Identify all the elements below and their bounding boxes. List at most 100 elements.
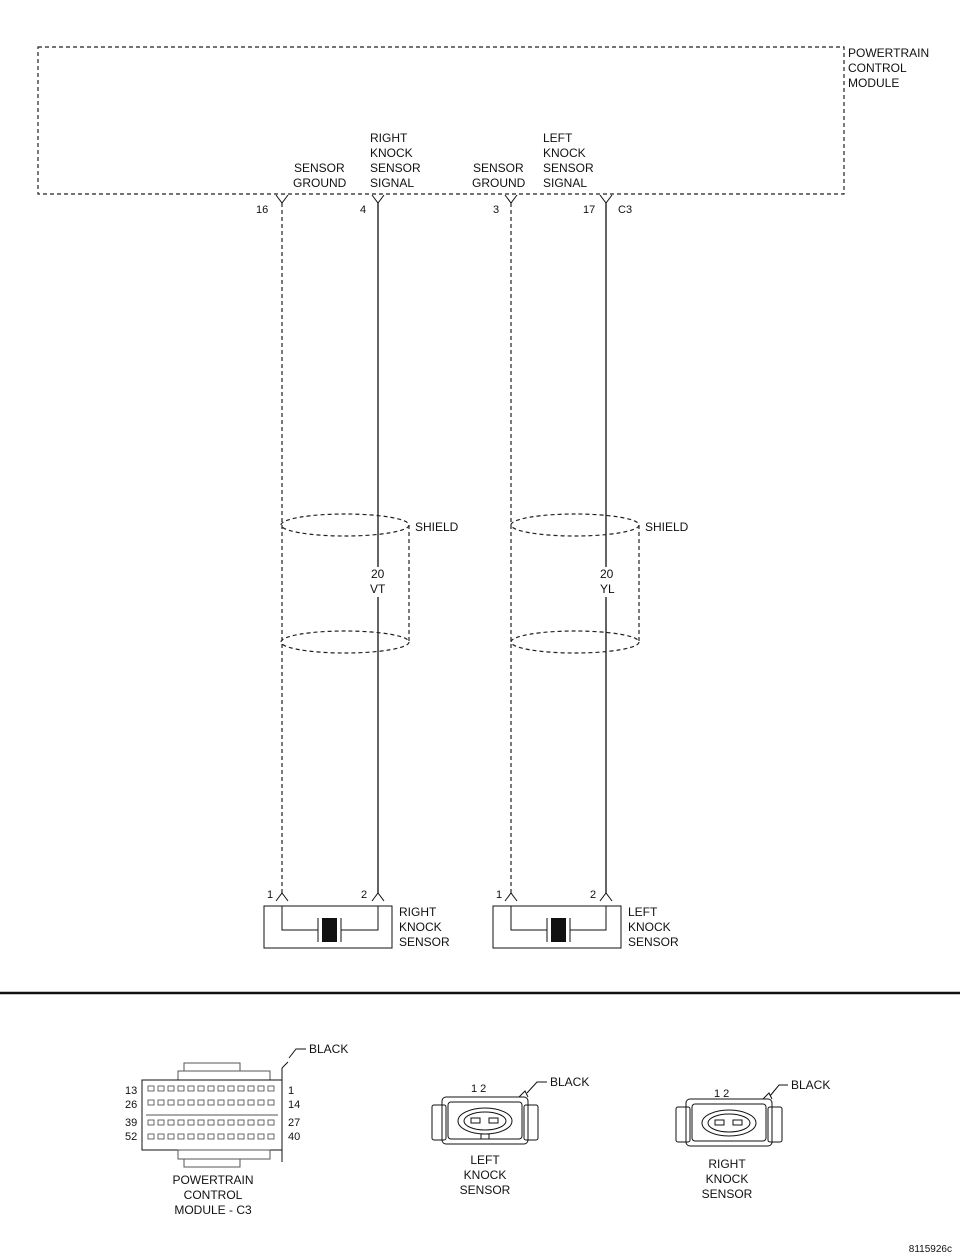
right-sensor-label-3: SENSOR bbox=[399, 935, 450, 949]
pcm-connector-label-3: MODULE - C3 bbox=[174, 1203, 252, 1217]
pcm-pin-cavity bbox=[147, 1099, 155, 1106]
wire-left-color: YL bbox=[600, 582, 615, 596]
pcm-pin-cavity bbox=[257, 1133, 265, 1140]
left-sensor-pin-2: 2 bbox=[590, 889, 596, 901]
left-knock-sensor-symbol bbox=[492, 892, 622, 949]
figure-id: 8115926c bbox=[909, 1244, 952, 1255]
right-sensor-connector-face bbox=[675, 1092, 783, 1147]
pcm-pin-cavity bbox=[157, 1133, 165, 1140]
pcm-pin-16-chevron bbox=[275, 194, 289, 204]
circuit-4-label-1: RIGHT bbox=[370, 131, 408, 145]
pcm-pin-cavity bbox=[167, 1099, 175, 1106]
pcm-pin-cavity bbox=[197, 1085, 205, 1092]
circuit-16-label-1: SENSOR bbox=[294, 161, 345, 175]
pcm-pin-label-13: 13 bbox=[125, 1085, 137, 1097]
pcm-connector-label-2: CONTROL bbox=[184, 1188, 243, 1202]
pcm-pin-cavity bbox=[177, 1099, 185, 1106]
left-sensor-connector-label-3: SENSOR bbox=[460, 1183, 511, 1197]
pcm-pin-cavity bbox=[167, 1085, 175, 1092]
pcm-pin-17-number: 17 bbox=[583, 204, 595, 216]
pcm-pin-cavity bbox=[217, 1119, 225, 1126]
circuit-17-label-4: SIGNAL bbox=[543, 176, 587, 190]
left-sensor-connector-label-1: LEFT bbox=[470, 1153, 500, 1167]
shield-left-label: SHIELD bbox=[645, 520, 689, 534]
shield-right bbox=[280, 513, 410, 654]
pcm-pin-cavity bbox=[247, 1133, 255, 1140]
pcm-pin-cavity bbox=[167, 1119, 175, 1126]
pcm-pin-cavity bbox=[147, 1085, 155, 1092]
pcm-pin-label-40: 40 bbox=[288, 1131, 300, 1143]
pcm-pin-cavity bbox=[257, 1099, 265, 1106]
pcm-pin-cavity bbox=[267, 1119, 275, 1126]
pcm-pin-label-26: 26 bbox=[125, 1099, 137, 1111]
pcm-pin-3-chevron bbox=[504, 194, 518, 204]
pcm-pin-4-chevron bbox=[371, 194, 385, 204]
pcm-pin-label-1: 1 bbox=[288, 1085, 294, 1097]
pcm-pin-cavity bbox=[247, 1099, 255, 1106]
left-sensor-label-3: SENSOR bbox=[628, 935, 679, 949]
pcm-pin-16-number: 16 bbox=[256, 204, 268, 216]
pcm-pin-cavity bbox=[237, 1085, 245, 1092]
left-sensor-connector-color: BLACK bbox=[550, 1075, 589, 1089]
pcm-connector-label-1: POWERTRAIN bbox=[172, 1173, 253, 1187]
circuit-16-label-2: GROUND bbox=[293, 176, 347, 190]
left-sensor-connector-pins: 1 2 bbox=[471, 1083, 486, 1095]
pcm-pin-label-39: 39 bbox=[125, 1117, 137, 1129]
pcm-connector-color: BLACK bbox=[309, 1042, 348, 1056]
right-sensor-connector-color: BLACK bbox=[791, 1078, 830, 1092]
pcm-pin-cavity bbox=[227, 1085, 235, 1092]
pcm-pin-4-number: 4 bbox=[360, 204, 366, 216]
pcm-pin-cavity bbox=[147, 1133, 155, 1140]
right-sensor-connector-label-1: RIGHT bbox=[708, 1157, 746, 1171]
pcm-pin-cavity bbox=[157, 1099, 165, 1106]
pcm-pin-cavity bbox=[177, 1085, 185, 1092]
right-sensor-connector-pins: 1 2 bbox=[714, 1088, 729, 1100]
pcm-pin-3-number: 3 bbox=[493, 204, 499, 216]
pcm-pin-cavity bbox=[187, 1099, 195, 1106]
pcm-pin-cavity bbox=[237, 1133, 245, 1140]
pcm-c3-connector-face bbox=[141, 1061, 289, 1168]
pcm-pin-cavity bbox=[207, 1133, 215, 1140]
pcm-pin-cavity bbox=[247, 1085, 255, 1092]
wire-right-gauge: 20 bbox=[371, 567, 385, 581]
circuit-4-label-4: SIGNAL bbox=[370, 176, 414, 190]
pcm-pin-cavity bbox=[227, 1119, 235, 1126]
pcm-pin-cavity bbox=[197, 1099, 205, 1106]
pcm-pin-label-52: 52 bbox=[125, 1131, 137, 1143]
pcm-pin-cavity bbox=[147, 1119, 155, 1126]
pcm-pin-cavity bbox=[197, 1119, 205, 1126]
pcm-pin-cavity bbox=[217, 1085, 225, 1092]
circuit-17-label-3: SENSOR bbox=[543, 161, 594, 175]
left-sensor-label-1: LEFT bbox=[628, 905, 658, 919]
right-sensor-connector-label-2: KNOCK bbox=[706, 1172, 749, 1186]
pcm-pin-cavity bbox=[187, 1085, 195, 1092]
left-sensor-connector-label-2: KNOCK bbox=[464, 1168, 507, 1182]
circuit-4-label-2: KNOCK bbox=[370, 146, 413, 160]
pcm-pin-cavity bbox=[177, 1133, 185, 1140]
circuit-17-label-2: KNOCK bbox=[543, 146, 586, 160]
shield-right-label: SHIELD bbox=[415, 520, 459, 534]
pcm-pin-cavity bbox=[157, 1085, 165, 1092]
pcm-pin-cavity bbox=[227, 1133, 235, 1140]
pcm-pin-cavity bbox=[257, 1119, 265, 1126]
left-sensor-connector-face bbox=[431, 1090, 539, 1145]
pcm-pin-cavity bbox=[207, 1085, 215, 1092]
shield-left bbox=[510, 513, 640, 654]
wire-right-color: VT bbox=[370, 582, 386, 596]
pcm-pin-cavity bbox=[257, 1085, 265, 1092]
right-sensor-color-leader bbox=[769, 1084, 788, 1097]
pcm-pin-cavity bbox=[197, 1133, 205, 1140]
pcm-pin-cavity bbox=[237, 1099, 245, 1106]
left-sensor-label-2: KNOCK bbox=[628, 920, 671, 934]
pcm-box bbox=[37, 46, 845, 195]
pcm-pin-cavity bbox=[207, 1099, 215, 1106]
pcm-pin-cavity bbox=[247, 1119, 255, 1126]
pcm-pin-label-14: 14 bbox=[288, 1099, 300, 1111]
wire-left-gauge: 20 bbox=[600, 567, 614, 581]
pcm-pin-cavity bbox=[207, 1119, 215, 1126]
pcm-pin-17-chevron bbox=[599, 194, 613, 204]
pcm-pin-cavity bbox=[157, 1119, 165, 1126]
pcm-pin-cavity bbox=[167, 1133, 175, 1140]
circuit-3-label-2: GROUND bbox=[472, 176, 526, 190]
